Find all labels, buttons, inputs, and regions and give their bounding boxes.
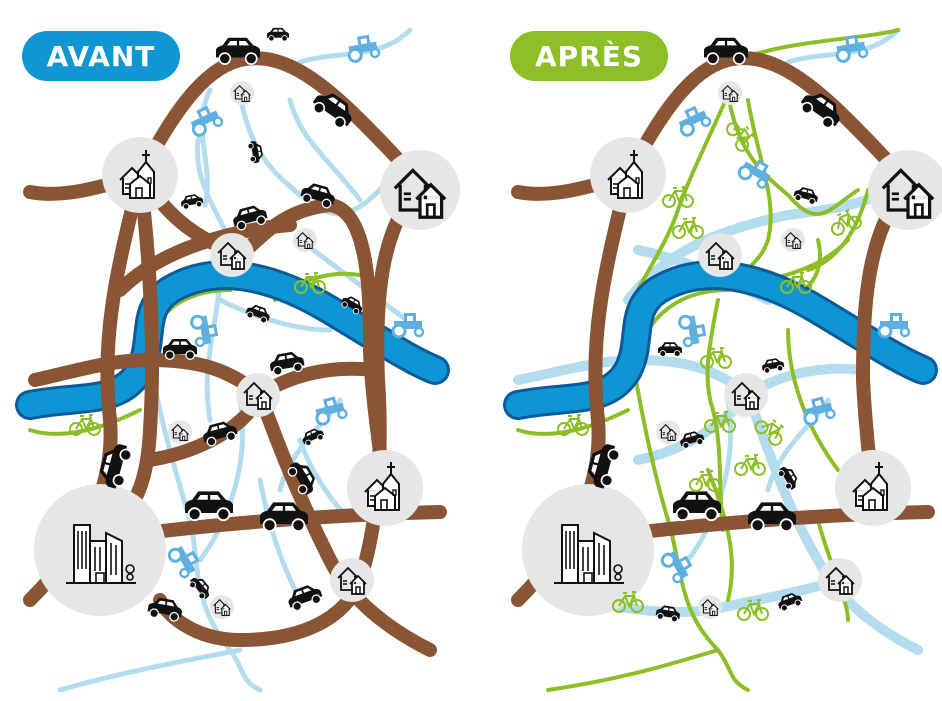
tractor-icon <box>735 152 777 192</box>
bicycle-icon <box>672 217 704 239</box>
car-icon <box>672 490 722 522</box>
bicycle-icon <box>734 454 766 476</box>
tractor-icon <box>677 311 709 349</box>
car-icon <box>184 490 234 522</box>
village-nodes <box>522 81 942 619</box>
hamlet-node <box>698 233 742 277</box>
tractor-icon <box>391 311 425 339</box>
before-panel <box>15 27 460 693</box>
hamlet-node <box>236 373 280 417</box>
before-label: AVANT <box>22 31 180 81</box>
village-nodes <box>34 81 460 619</box>
car-icon <box>246 139 265 165</box>
hamlet-node <box>210 233 254 277</box>
car-icon <box>179 192 205 211</box>
car-icon <box>760 356 786 375</box>
tractor-icon <box>658 544 698 586</box>
car-icon <box>266 27 290 42</box>
tractor-icon <box>344 32 382 64</box>
hamlet-node <box>818 558 862 602</box>
tractor-icon <box>877 311 911 339</box>
after-panel <box>503 27 942 692</box>
after-label: APRÈS <box>510 31 668 81</box>
tractor-icon <box>184 101 226 139</box>
hamlet-node <box>330 558 374 602</box>
car-icon <box>657 341 683 358</box>
river <box>503 260 938 420</box>
tractor-icon <box>672 101 714 139</box>
hamlet-node <box>724 373 768 417</box>
